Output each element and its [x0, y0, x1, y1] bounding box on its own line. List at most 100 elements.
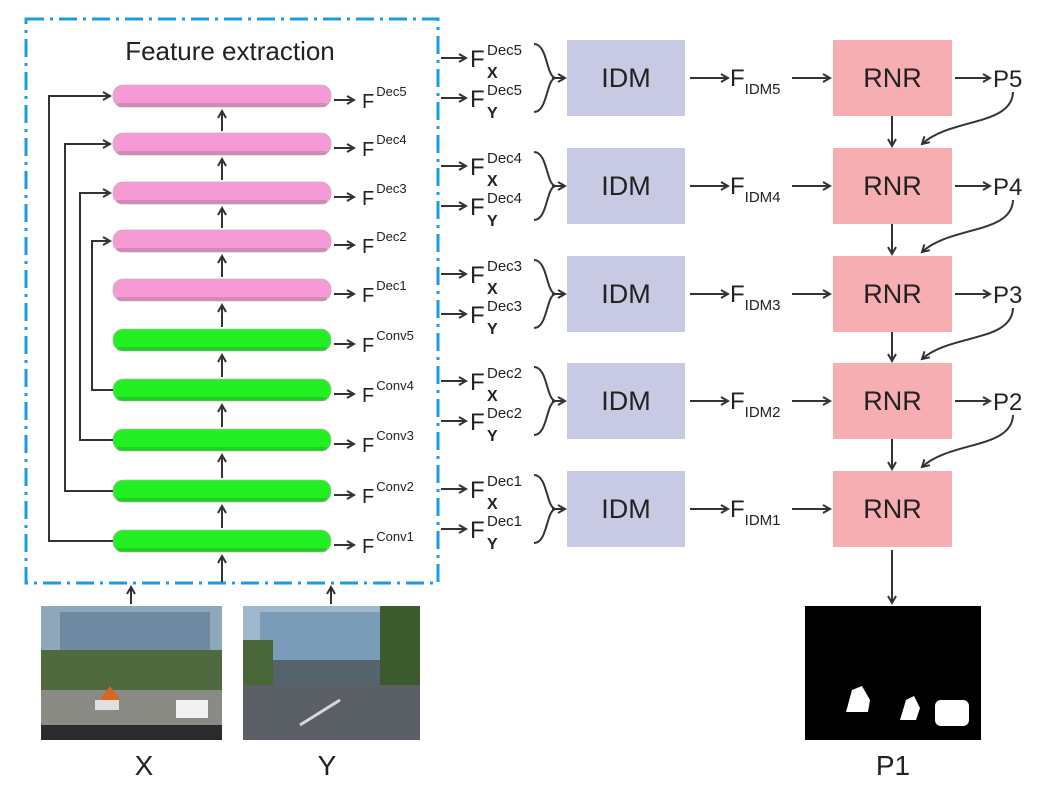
layer-label-sup: Conv1: [376, 529, 414, 544]
feature-y-label-base: F: [470, 86, 485, 113]
layer-label-sup: Dec4: [376, 132, 406, 147]
input-image-y: [243, 606, 420, 740]
feature-y-label-base: F: [470, 517, 485, 544]
layer-conv5: [112, 328, 332, 352]
layer-dec4: [112, 132, 332, 156]
fidm-label: FIDM1: [730, 496, 781, 529]
feature-x-label-base: F: [470, 477, 485, 504]
feature-extraction-title: Feature extraction: [125, 36, 335, 66]
skip-connections: [48, 96, 113, 542]
layer-label-base: F: [362, 536, 374, 558]
feature-y-label-base: F: [470, 194, 485, 221]
idm-box: [567, 471, 685, 547]
rnr-box: [833, 256, 952, 332]
idm-box: [567, 148, 685, 224]
fidm-label-base: F: [730, 281, 745, 308]
rnr-label: RNR: [863, 171, 922, 201]
fidm-label-sub: IDM2: [745, 404, 781, 421]
skip-connection: [48, 96, 113, 542]
layer-label-sup: Conv5: [376, 328, 414, 343]
layer-label-sup: Conv2: [376, 479, 414, 494]
layer-label-base: F: [362, 285, 374, 307]
fidm-label-sub: IDM4: [745, 189, 781, 206]
feature-y-label-sub: Y: [487, 428, 498, 445]
idm-label: IDM: [601, 63, 651, 93]
feature-y-label-sup: Dec3: [487, 298, 522, 315]
layer-dec2: [112, 229, 332, 253]
fidm-label-base: F: [730, 496, 745, 523]
idm-box: [567, 40, 685, 116]
feature-y-label-base: F: [470, 302, 485, 329]
layer-label-sup: Conv4: [376, 378, 414, 393]
layer-label-sup: Dec3: [376, 181, 406, 196]
layer-label-sup: Dec5: [376, 84, 406, 99]
layer-label-sup: Conv3: [376, 428, 414, 443]
layer-label-base: F: [362, 435, 374, 457]
feature-x-label-base: F: [470, 369, 485, 396]
input-label-y: Y: [318, 750, 337, 781]
feature-x-label-sup: Dec3: [487, 258, 522, 275]
feature-x-label-sub: X: [487, 65, 498, 82]
feature-x-label-sub: X: [487, 496, 498, 513]
fidm-label-base: F: [730, 65, 745, 92]
idm-label: IDM: [601, 386, 651, 416]
feature-x-label-base: F: [470, 154, 485, 181]
input-label-x: X: [135, 750, 154, 781]
layer-label-base: F: [362, 188, 374, 210]
output-label-p1: P1: [876, 750, 910, 781]
rnr-label: RNR: [863, 494, 922, 524]
feature-y-label-base: F: [470, 409, 485, 436]
rnr-box: [833, 148, 952, 224]
layer-dec1: [112, 278, 332, 302]
skip-connection: [91, 241, 113, 391]
fidm-label: FIDM5: [730, 65, 781, 98]
feature-x-label-base: F: [470, 262, 485, 289]
prediction-feedback-arrow: [922, 414, 1014, 467]
layer-label-base: F: [362, 236, 374, 258]
prediction-label: P4: [993, 174, 1022, 201]
input-image-x: [41, 606, 222, 740]
layer-conv1: [112, 529, 332, 553]
feature-y-label-sup: Dec1: [487, 513, 522, 530]
feature-y-label-sup: Dec2: [487, 405, 522, 422]
fidm-label: FIDM4: [730, 173, 781, 206]
output-mask-p1: [805, 606, 981, 740]
rnr-box: [833, 40, 952, 116]
skip-connection: [79, 193, 113, 441]
prediction-label: P5: [993, 66, 1022, 93]
layer-dec3: [112, 181, 332, 205]
prediction-feedback-arrow: [922, 199, 1014, 252]
layer-label-base: F: [362, 139, 374, 161]
layer-label-base: F: [362, 91, 374, 113]
fidm-label-sub: IDM5: [745, 81, 781, 98]
prediction-label: P3: [993, 282, 1022, 309]
layer-conv2: [112, 479, 332, 503]
layer-label-sup: Dec1: [376, 278, 406, 293]
rnr-box: [833, 471, 952, 547]
fidm-label: FIDM2: [730, 388, 781, 421]
layer-label-base: F: [362, 385, 374, 407]
feature-x-label-sub: X: [487, 388, 498, 405]
layer-conv4: [112, 378, 332, 402]
rnr-label: RNR: [863, 279, 922, 309]
rnr-box: [833, 363, 952, 439]
feature-extraction-frame: [24, 17, 440, 585]
